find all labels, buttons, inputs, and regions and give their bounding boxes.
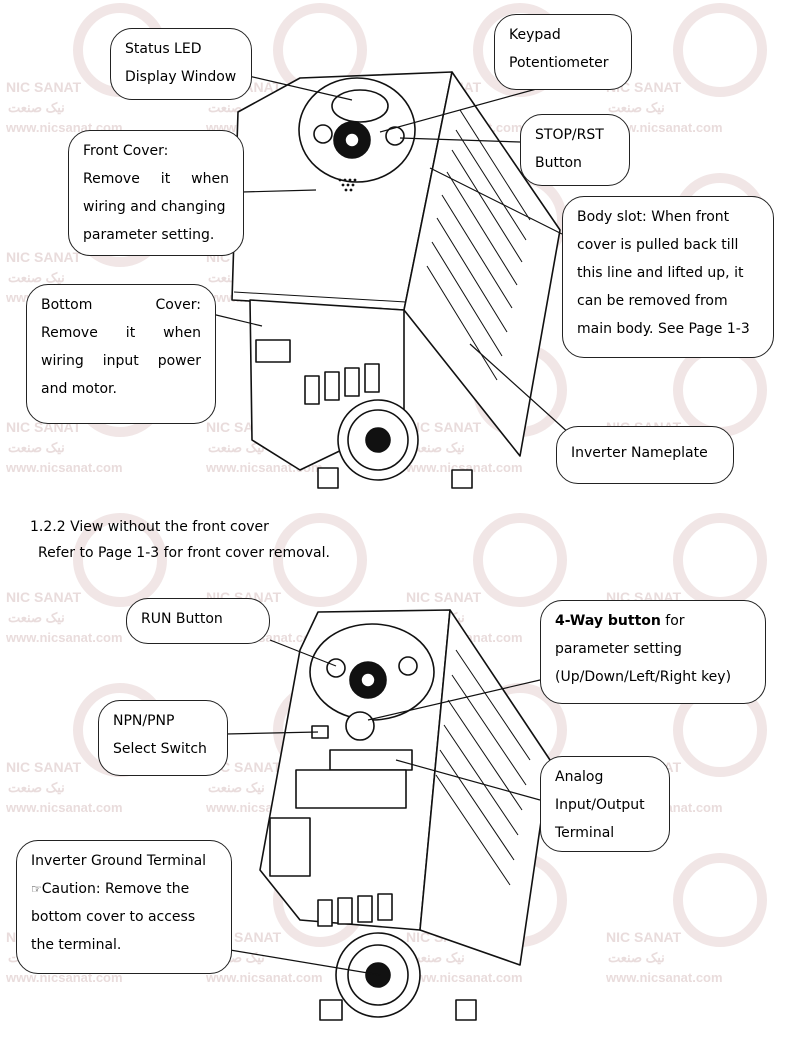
- bottom-cover-line2: Remove it when: [41, 325, 201, 341]
- ground-line4: the terminal.: [31, 937, 122, 953]
- watermark-brand-farsi: نیک صنعت: [8, 780, 65, 795]
- watermark-url: www.nicsanat.com: [5, 460, 123, 475]
- bottom-cover-line4: and motor.: [41, 381, 117, 397]
- keypad-line2: Potentiometer: [509, 55, 609, 71]
- watermark-brand: NIC SANAT: [6, 589, 82, 605]
- status-led-line2: Display Window: [125, 69, 237, 85]
- body-slot-line1: Body slot: When front: [577, 209, 730, 225]
- npn-pnp-line2: Select Switch: [113, 741, 207, 757]
- watermark-brand: NIC SANAT: [6, 249, 82, 265]
- front-cover-callout: Front Cover: Remove it when wiring and c…: [68, 130, 244, 256]
- status-led-callout: Status LED Display Window: [110, 28, 252, 100]
- body-slot-line5: main body. See Page 1-3: [577, 321, 750, 337]
- keypad-callout: Keypad Potentiometer: [494, 14, 632, 90]
- status-led-line1: Status LED: [125, 41, 202, 57]
- four-way-bold: 4-Way button: [555, 613, 661, 629]
- watermark-url: www.nicsanat.com: [205, 970, 323, 985]
- body-slot-line3: this line and lifted up, it: [577, 265, 744, 281]
- watermark-brand: NIC SANAT: [606, 929, 682, 945]
- stop-rst-callout: STOP/RST Button: [520, 114, 630, 186]
- nameplate-callout: Inverter Nameplate: [556, 426, 734, 484]
- watermark-brand-farsi: نیک صنعت: [8, 440, 65, 455]
- ground-line2: ☞Caution: Remove the: [31, 875, 217, 903]
- section-title: 1.2.2 View without the front cover: [30, 519, 269, 535]
- caution-rest: : Remove the: [95, 881, 190, 897]
- four-way-line1: 4-Way button for: [555, 607, 751, 635]
- watermark-url: www.nicsanat.com: [5, 800, 123, 815]
- analog-callout: Analog Input/Output Terminal: [540, 756, 670, 852]
- watermark-brand-farsi: نیک صنعت: [8, 100, 65, 115]
- inverter-top-drawing: [231, 71, 561, 489]
- stop-rst-line2: Button: [535, 155, 582, 171]
- watermark-gear-icon: [273, 513, 367, 607]
- front-cover-line4: parameter setting.: [83, 227, 215, 243]
- watermark-brand-farsi: نیک صنعت: [608, 950, 665, 965]
- watermark-url: www.nicsanat.com: [605, 970, 723, 985]
- watermark-brand: NIC SANAT: [6, 79, 82, 95]
- front-cover-line3: wiring and changing: [83, 199, 226, 215]
- watermark-brand-farsi: نیک صنعت: [408, 950, 465, 965]
- body-slot-callout: Body slot: When front cover is pulled ba…: [562, 196, 774, 358]
- watermark-brand-farsi: نیک صنعت: [208, 440, 265, 455]
- watermark-brand-farsi: نیک صنعت: [8, 610, 65, 625]
- watermark-brand-farsi: نیک صنعت: [208, 780, 265, 795]
- inverter-bottom-drawing: [259, 609, 551, 1021]
- watermark-gear-icon: [73, 513, 167, 607]
- watermark-gear-icon: [673, 3, 767, 97]
- front-cover-line1: Front Cover:: [83, 143, 169, 159]
- bottom-cover-line3: wiring input power: [41, 353, 201, 369]
- front-cover-line2: Remove it when: [83, 171, 229, 187]
- section-subtext: Refer to Page 1-3 for front cover remova…: [38, 545, 330, 561]
- leader-lines-top: [211, 73, 571, 435]
- ground-line3: bottom cover to access: [31, 909, 196, 925]
- ground-line1: Inverter Ground Terminal: [31, 853, 207, 869]
- caution-label: Caution: [41, 881, 96, 897]
- watermark-brand-farsi: نیک صنعت: [408, 440, 465, 455]
- four-way-rest: for: [660, 613, 685, 629]
- watermark-gear-icon: [673, 853, 767, 947]
- bottom-cover-callout: Bottom Cover: Remove it when wiring inpu…: [26, 284, 216, 424]
- keypad-line1: Keypad: [509, 27, 561, 43]
- watermark-url: www.nicsanat.com: [405, 970, 523, 985]
- watermark-brand-farsi: نیک صنعت: [608, 100, 665, 115]
- four-way-line3: (Up/Down/Left/Right key): [555, 669, 732, 685]
- watermark-url: www.nicsanat.com: [405, 460, 523, 475]
- caution-hand-icon: ☞: [31, 882, 42, 896]
- watermark-brand: NIC SANAT: [406, 419, 482, 435]
- watermark-brand-farsi: نیک صنعت: [8, 270, 65, 285]
- body-slot-line4: can be removed from: [577, 293, 728, 309]
- body-slot-line2: cover is pulled back till: [577, 237, 739, 253]
- stop-rst-line1: STOP/RST: [535, 127, 604, 143]
- four-way-callout: 4-Way button for parameter setting (Up/D…: [540, 600, 766, 704]
- watermark-brand: NIC SANAT: [406, 589, 482, 605]
- four-way-line2: parameter setting: [555, 641, 682, 657]
- ground-callout: Inverter Ground Terminal ☞Caution: Remov…: [16, 840, 232, 974]
- watermark-gear-icon: [473, 513, 567, 607]
- watermark-url: www.nicsanat.com: [605, 120, 723, 135]
- nameplate-label: Inverter Nameplate: [571, 445, 708, 461]
- analog-line2: Input/Output: [555, 797, 645, 813]
- run-button-label: RUN Button: [141, 611, 223, 627]
- analog-line3: Terminal: [555, 825, 615, 841]
- npn-pnp-line1: NPN/PNP: [113, 713, 175, 729]
- npn-pnp-callout: NPN/PNP Select Switch: [98, 700, 228, 776]
- analog-line1: Analog: [555, 769, 604, 785]
- watermark-url: www.nicsanat.com: [5, 630, 123, 645]
- section-heading: 1.2.2 View without the front cover Refer…: [30, 514, 330, 566]
- bottom-cover-line1: Bottom Cover:: [41, 297, 201, 313]
- run-button-callout: RUN Button: [126, 598, 270, 644]
- watermark-brand: NIC SANAT: [6, 759, 82, 775]
- leader-lines-bottom: [225, 639, 541, 976]
